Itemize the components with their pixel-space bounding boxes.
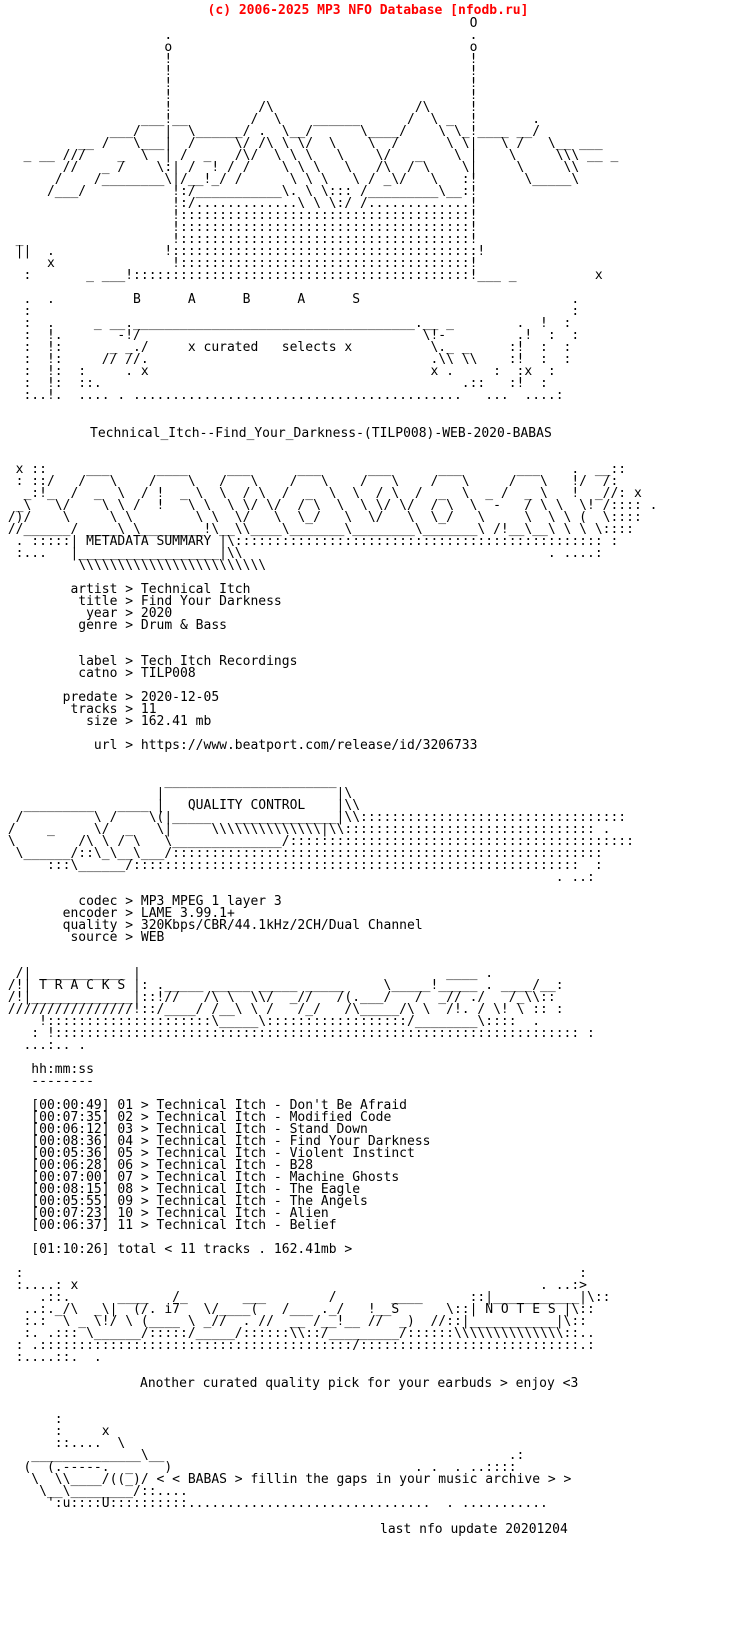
- notes-message: Another curated quality pick for your ea…: [140, 1376, 579, 1391]
- tracks-banner-art: /| ___________ | ____ . /!| T R A C K S …: [7, 966, 595, 1053]
- quality-fields: codec > MP3 MPEG 1 layer 3 encoder > LAM…: [62, 894, 423, 945]
- babas-stamp-art: : : x ::.... \ ______________\__ .: ( (.…: [23, 1412, 572, 1511]
- metadata-summary-banner-art: x :: ___ ____ ___ ___ ___ ___ ___ . __::…: [7, 462, 658, 573]
- metadata-fields: artist > Technical Itch title > Find You…: [62, 582, 478, 753]
- notes-banner-art: : : :....: x . ..:> .::. ____ /_ ___ /: [15, 1266, 611, 1365]
- copyright-header: (c) 2006-2025 MP3 NFO Database [nfodb.ru…: [207, 3, 529, 18]
- quality-control-banner-art: ______________________ | |\ _________ __…: [7, 774, 634, 885]
- last-nfo-update: last nfo update 20201204: [380, 1522, 568, 1537]
- release-name: Technical_Itch--Find_Your_Darkness-(TILP…: [90, 426, 552, 441]
- babas-logo-art: O . . o o ! !: [15, 16, 619, 403]
- track-list: hh:mm:ss -------- [00:00:49] 01 > Techni…: [31, 1062, 431, 1257]
